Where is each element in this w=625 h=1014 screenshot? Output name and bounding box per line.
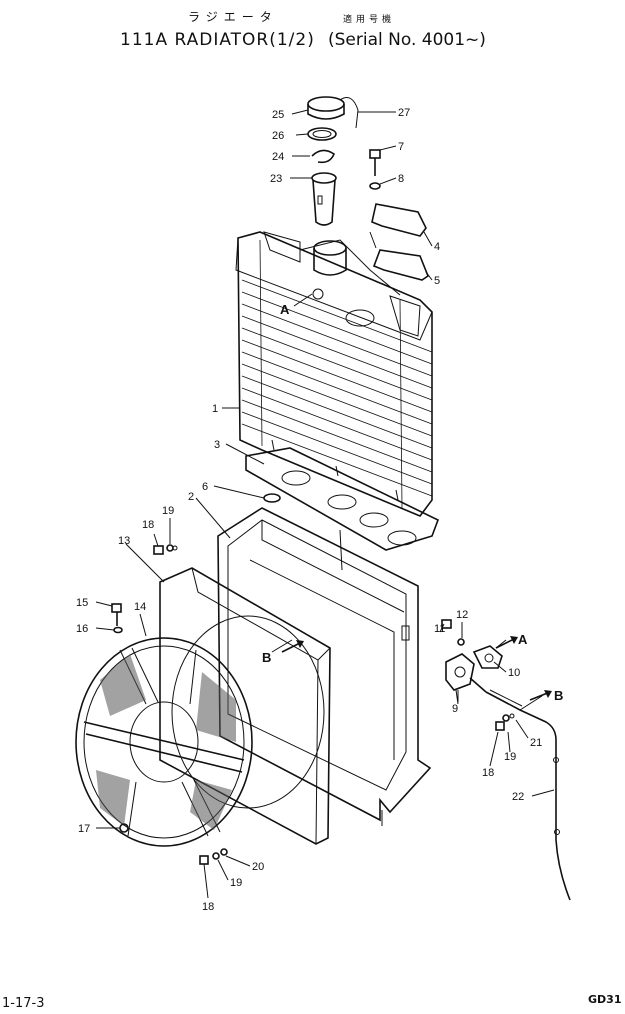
callout-20: 20 <box>252 861 264 873</box>
callout-8: 8 <box>398 173 404 185</box>
seal <box>263 493 281 503</box>
callout-2: 2 <box>188 491 194 503</box>
leader-lines <box>95 109 555 899</box>
callout-10: 10 <box>508 667 520 679</box>
fasteners <box>111 544 515 865</box>
callout-1: 1 <box>212 403 218 415</box>
page-title: 111A RADIATOR(1/2) <box>120 30 315 50</box>
callout-3: 3 <box>214 439 220 451</box>
callout-19-c: 19 <box>230 877 242 889</box>
callout-25: 25 <box>272 109 284 121</box>
callout-ref-a-2: A <box>518 632 528 647</box>
callout-19-b: 19 <box>504 751 516 763</box>
callout-11: 11 <box>434 623 445 635</box>
reference-arrows <box>281 636 552 701</box>
serial-range: (Serial No. 4001~) <box>328 30 486 50</box>
drain-valve <box>445 645 503 705</box>
drawing-code: GD31 <box>588 993 622 1006</box>
callout-22: 22 <box>512 791 524 803</box>
fan-shroud <box>159 567 331 845</box>
guard-mesh <box>96 654 236 830</box>
filler-neck <box>311 172 337 226</box>
radiator-cap <box>307 96 359 129</box>
callout-labels: 25 27 26 24 7 23 8 4 5 A 1 3 6 2 18 19 1… <box>76 107 563 913</box>
shroud-frame <box>217 507 432 826</box>
fan-guard <box>75 637 253 847</box>
gasket <box>245 447 440 551</box>
callout-4: 4 <box>434 241 440 253</box>
callout-15: 15 <box>76 597 88 609</box>
callout-24: 24 <box>272 151 284 163</box>
title-kana: ラジエータ <box>188 10 278 24</box>
callout-18-b: 18 <box>482 767 494 779</box>
callout-23: 23 <box>270 173 282 185</box>
callout-14: 14 <box>134 601 146 613</box>
callout-13: 13 <box>118 535 130 547</box>
callout-27: 27 <box>398 107 410 119</box>
callout-21: 21 <box>530 737 542 749</box>
callout-7: 7 <box>398 141 404 153</box>
page-code: 1-17-3 <box>2 996 45 1011</box>
cooling-fins <box>241 239 433 509</box>
callout-6: 6 <box>202 481 208 493</box>
callout-ref-b-1: B <box>262 650 271 665</box>
callout-5: 5 <box>434 275 440 287</box>
bolt <box>369 149 381 190</box>
callout-ref-a-1: A <box>280 302 290 317</box>
callout-12: 12 <box>456 609 468 621</box>
callout-26: 26 <box>272 130 284 142</box>
callout-18-c: 18 <box>202 901 214 913</box>
mounting-bracket <box>369 203 429 281</box>
callout-9: 9 <box>452 703 458 715</box>
snap-ring <box>311 149 335 164</box>
callout-ref-b-2: B <box>554 688 563 703</box>
callout-17: 17 <box>78 823 90 835</box>
callout-19-a: 19 <box>162 505 174 517</box>
callout-18-a: 18 <box>142 519 154 531</box>
drain-pipe <box>485 689 571 901</box>
radiator-core <box>235 231 433 517</box>
seal-ring <box>307 127 337 141</box>
callout-16: 16 <box>76 623 88 635</box>
applicability-kana: 適用号機 <box>343 15 396 25</box>
